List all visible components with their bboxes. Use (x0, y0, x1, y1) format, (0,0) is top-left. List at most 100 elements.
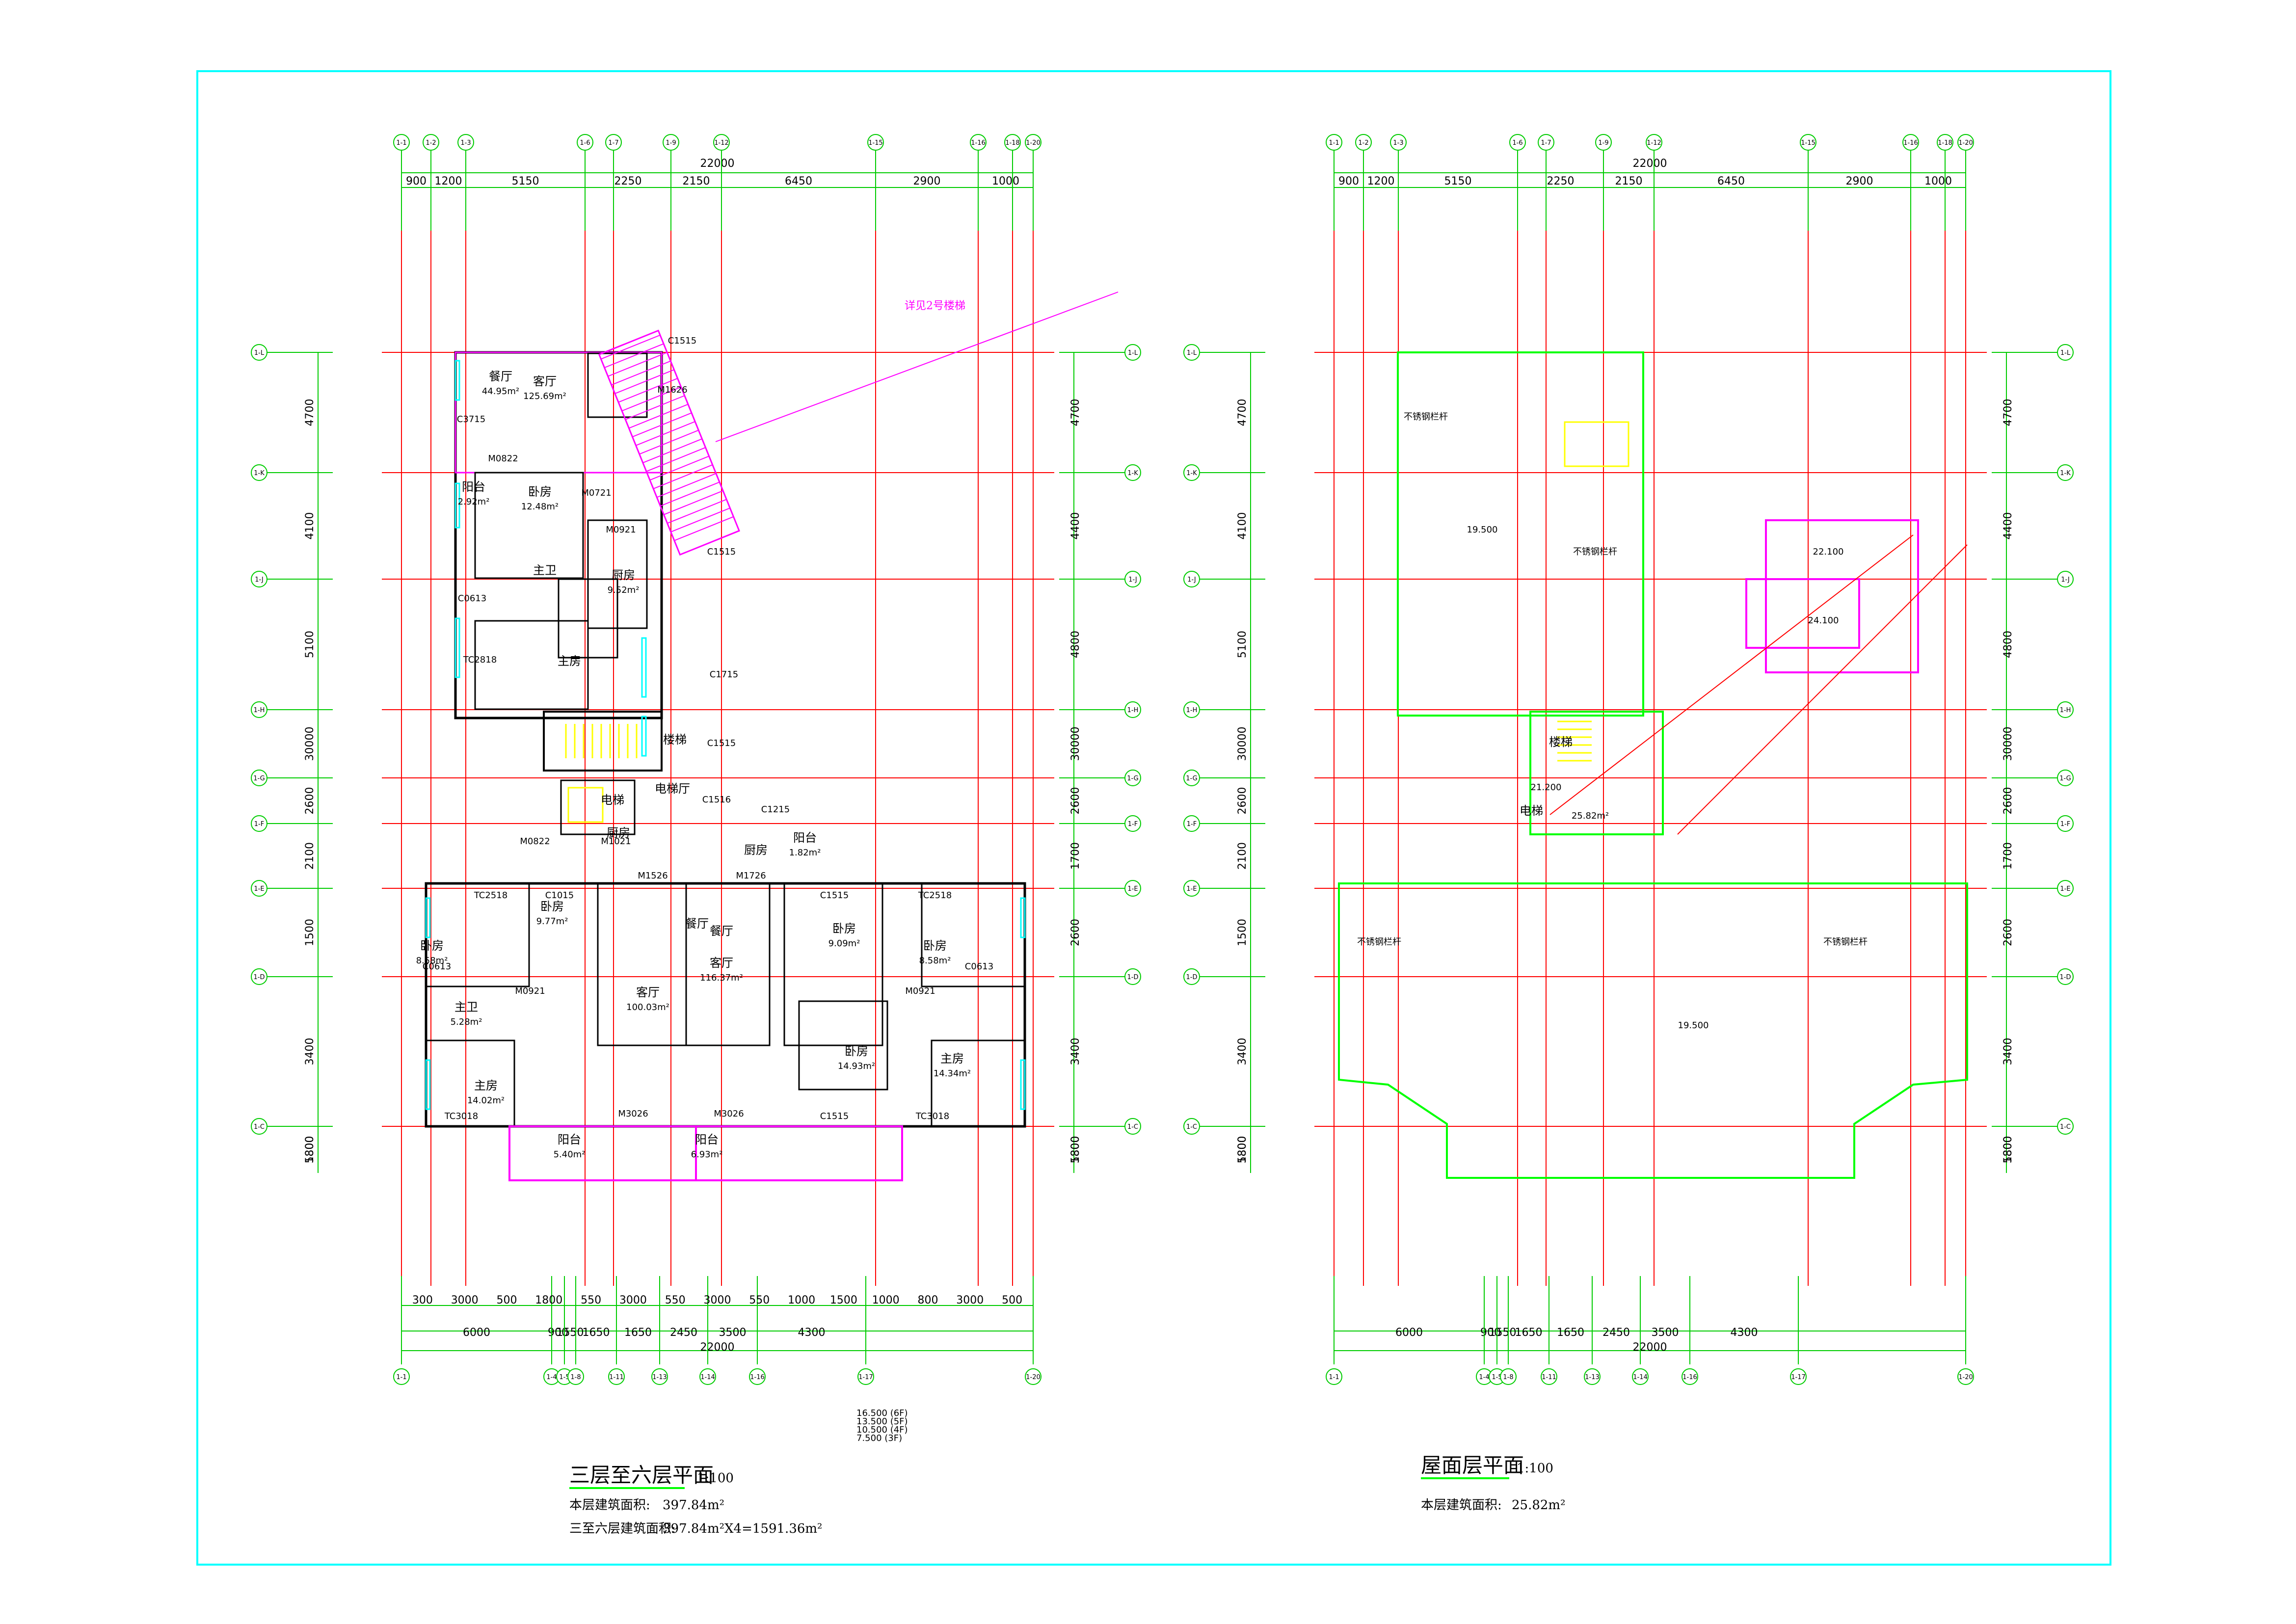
door-window-tag-25: TC3018 (915, 1111, 949, 1121)
left-left-dim-8: 5800 (304, 1136, 316, 1164)
left-bot-dim1-11: 1000 (872, 1294, 900, 1306)
level-note-0: 16.500 (6F) (856, 1408, 908, 1418)
roof-top-bubble-4-circle (1538, 134, 1554, 151)
roof-bot-bubble-7-label: 1-16 (1682, 1374, 1697, 1381)
roof-left-dim-6: 1500 (1236, 919, 1249, 946)
room-name-26: 主房 (940, 1052, 964, 1065)
left-left-bubble-5-label: 1-F (254, 821, 264, 828)
left-top-dim-0: 900 (406, 175, 427, 187)
roof-left-dim-1: 4100 (1236, 512, 1249, 540)
roof-top-bubble-5-circle (1595, 134, 1612, 151)
room-area-21: 5.40m² (554, 1149, 586, 1160)
left-left-bubble-7-label: 1-D (254, 974, 265, 981)
lower-wing-outline (425, 882, 1026, 1128)
left-bot-dim1-3: 1800 (535, 1294, 562, 1306)
roof-right-dim-1: 4400 (2002, 512, 2014, 540)
left-bot-dim-5: 2450 (670, 1327, 697, 1339)
annotation-leader (715, 292, 1119, 442)
roof-right-bubble-8-label: 1-C (2060, 1123, 2071, 1131)
level-note-2: 10.500 (4F) (856, 1425, 908, 1435)
door-window-tag-20: M0921 (515, 986, 545, 996)
left-top-dim-4: 2150 (683, 175, 710, 187)
left-top-dim-6: 2900 (913, 175, 941, 187)
left-bot-dim1-7: 3000 (704, 1294, 731, 1306)
roof-top-bubble-3-label: 1-6 (1512, 139, 1522, 147)
room-area-19: 100.03m² (626, 1002, 669, 1012)
roof-top-dim-2: 5150 (1444, 175, 1472, 187)
room-name-8: 电梯厅 (655, 782, 690, 796)
stair-2-tread-3 (611, 360, 671, 386)
roof-bot-bubble-4-circle (1541, 1368, 1557, 1385)
room-name-23: 卧房 (832, 922, 856, 935)
room-area-3: 12.48m² (521, 502, 559, 512)
roof-top-bubble-0-circle (1326, 134, 1342, 151)
left-bot-dim1-4: 550 (581, 1294, 601, 1306)
door-window-tag-1: M1626 (657, 385, 687, 395)
left-bot-dim1-14: 500 (1002, 1294, 1022, 1306)
roof-left-dim-4: 2600 (1236, 787, 1249, 815)
roof-right-dim-8: 5800 (2002, 1136, 2014, 1164)
window-0 (454, 360, 460, 401)
roof-right-dim-7: 3400 (2002, 1038, 2014, 1065)
left-area-value: 397.84m² (663, 1498, 724, 1513)
roof-top-bubble-6-circle (1646, 134, 1662, 151)
left-bot-bubble-7-label: 1-16 (750, 1374, 765, 1381)
roof-bot-bubble-3-circle (1500, 1368, 1517, 1385)
left-area-label: 本层建筑面积: (569, 1498, 650, 1513)
roof-stair-core (1529, 711, 1664, 835)
roof-box-24 (1745, 578, 1860, 649)
roof-left-bubble-4-label: 1-G (1186, 775, 1198, 782)
roof-level-1: 22.100 (1813, 547, 1844, 557)
window-7 (425, 1059, 431, 1110)
roof-top-bubble-2-circle (1390, 134, 1407, 151)
stair-2-tread-17 (660, 481, 720, 506)
roof-right-dim-6: 2600 (2002, 919, 2014, 946)
room-area-25: 14.93m² (838, 1061, 875, 1071)
roof-bot-bubble-6-circle (1632, 1368, 1649, 1385)
roof-right-bubble-6-label: 1-E (2060, 885, 2070, 893)
room-name-21: 阳台 (558, 1133, 581, 1146)
room-name-12: 餐厅 (710, 924, 733, 938)
roof-lower-slab (1338, 882, 1968, 1179)
left-bot-total: 22000 (700, 1341, 735, 1354)
door-window-tag-5: M0921 (606, 525, 636, 535)
roof-left-bubble-7-label: 1-D (1186, 974, 1198, 981)
roof-top-dim-4: 2150 (1615, 175, 1643, 187)
left-left-bubble-0-label: 1-L (254, 349, 265, 357)
roof-top-bubble-3-circle (1509, 134, 1526, 151)
room-name-11: 餐厅 (685, 917, 709, 931)
left-left-bubble-4-label: 1-G (253, 775, 265, 782)
window-8 (1020, 1059, 1026, 1110)
roof-top-bubble-5-label: 1-9 (1598, 139, 1608, 147)
stair-2-tread-9 (632, 412, 692, 437)
window-2 (454, 617, 460, 678)
left-bot-bubble-0-label: 1-1 (396, 1374, 406, 1381)
left-left-dim-0: 4700 (304, 399, 316, 426)
left-top-bubble-8-label: 1-16 (971, 139, 986, 147)
roof-right-dim-5: 1700 (2002, 842, 2014, 870)
room-area-16: 8.58m² (416, 956, 448, 966)
door-window-tag-8: TC2818 (463, 655, 497, 665)
roof-diag-1 (1549, 534, 1914, 815)
roof-top-dim-0: 900 (1338, 175, 1359, 187)
door-window-tag-11: C1516 (702, 795, 731, 805)
left-top-bubble-3-circle (577, 134, 593, 151)
stair-2-tread-16 (656, 473, 717, 498)
left-right-bubble-7-label: 1-D (1127, 974, 1139, 981)
roof-left-bubble-1-label: 1-K (1186, 470, 1197, 477)
stair-2-tread-0 (601, 334, 661, 360)
left-top-bubble-1-circle (423, 134, 439, 151)
door-window-tag-14: M1021 (601, 836, 631, 847)
rail-note-3: 不锈钢栏杆 (1823, 937, 1868, 947)
left-walls (425, 292, 1119, 1181)
door-window-tag-22: M3026 (618, 1109, 648, 1119)
roof-top-bubble-7-circle (1800, 134, 1816, 151)
left-left-dim-5: 2100 (304, 842, 316, 870)
left-left-dim-1: 4100 (304, 512, 316, 540)
stair-2-tread-4 (614, 369, 674, 394)
room-area-0: 125.69m² (523, 391, 566, 401)
roof-left-dim-9: 1800 (1236, 1136, 1249, 1164)
